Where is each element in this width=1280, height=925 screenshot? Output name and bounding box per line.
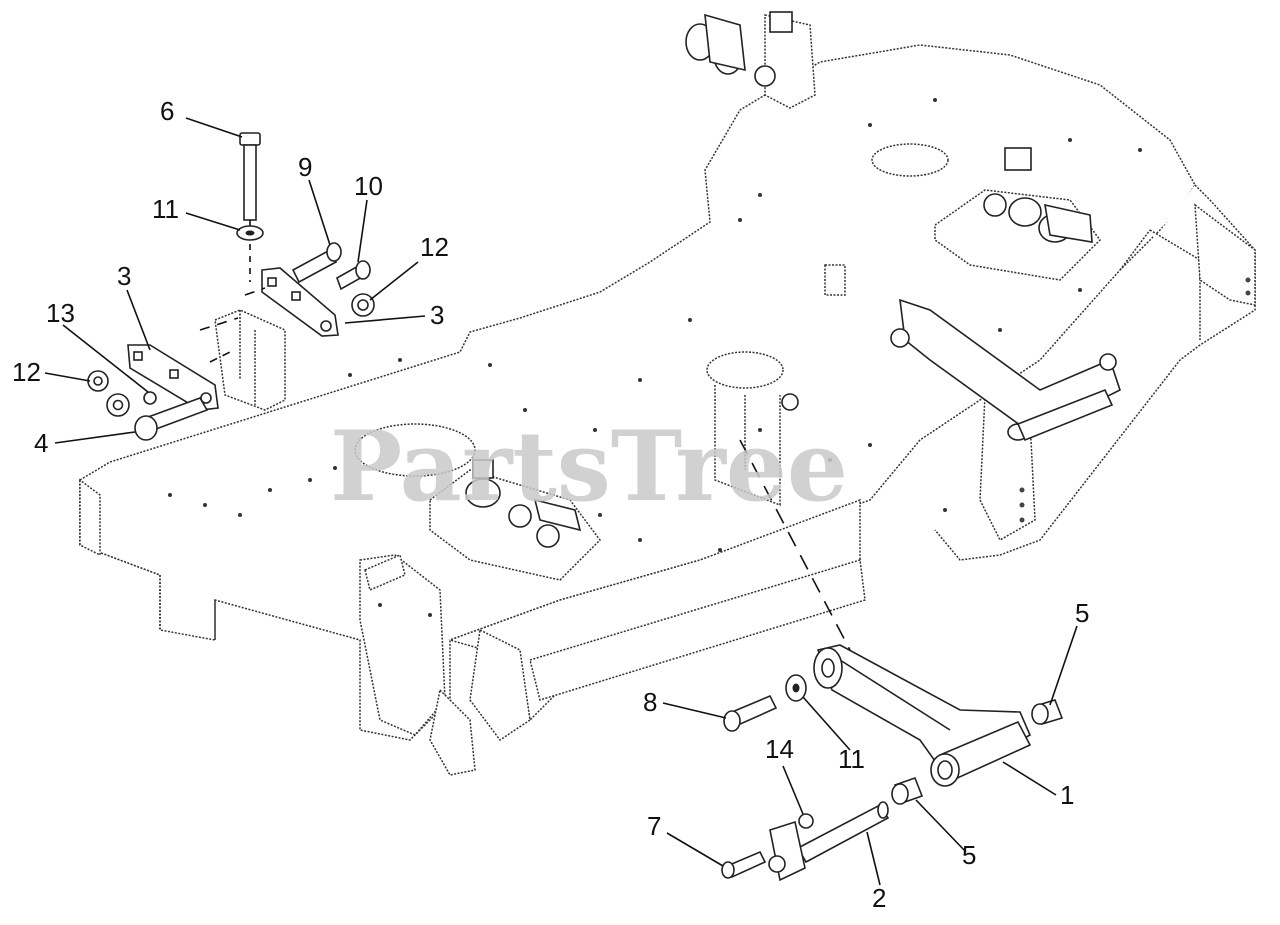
- callout-13: 13: [46, 298, 75, 328]
- lower-right-parts: [721, 644, 1064, 882]
- leader-lines: [44, 117, 1078, 886]
- rear-hanger-arm: [890, 298, 1121, 442]
- callout-2: 2: [872, 883, 886, 913]
- callout-5-lower: 5: [962, 840, 976, 870]
- callout-3-left: 3: [117, 261, 131, 291]
- upper-left-parts: [87, 132, 375, 441]
- mower-deck: [79, 11, 1256, 776]
- callout-11-lower: 11: [838, 744, 865, 774]
- callout-3-right: 3: [430, 300, 444, 330]
- callout-8: 8: [643, 687, 657, 717]
- callout-14: 14: [765, 734, 794, 764]
- watermark: PartsTree: [330, 410, 848, 523]
- left-spindle-mount: [429, 459, 601, 581]
- callout-12-left: 12: [12, 357, 41, 387]
- callout-10: 10: [354, 171, 383, 201]
- right-spindle-mount: [934, 147, 1101, 281]
- callout-7: 7: [647, 811, 661, 841]
- callout-4: 4: [34, 428, 48, 458]
- callout-labels: 6 9 10 11 12 3 3 13 12 4 5 8 11 14 1 7 5…: [12, 96, 1089, 913]
- rear-spindle-mount: [685, 11, 816, 109]
- callout-11-upper: 11: [152, 194, 179, 224]
- callout-12-upper: 12: [420, 232, 449, 262]
- callout-6: 6: [160, 96, 174, 126]
- callout-9: 9: [298, 152, 312, 182]
- callout-5-upper: 5: [1075, 598, 1089, 628]
- callout-1: 1: [1060, 780, 1074, 810]
